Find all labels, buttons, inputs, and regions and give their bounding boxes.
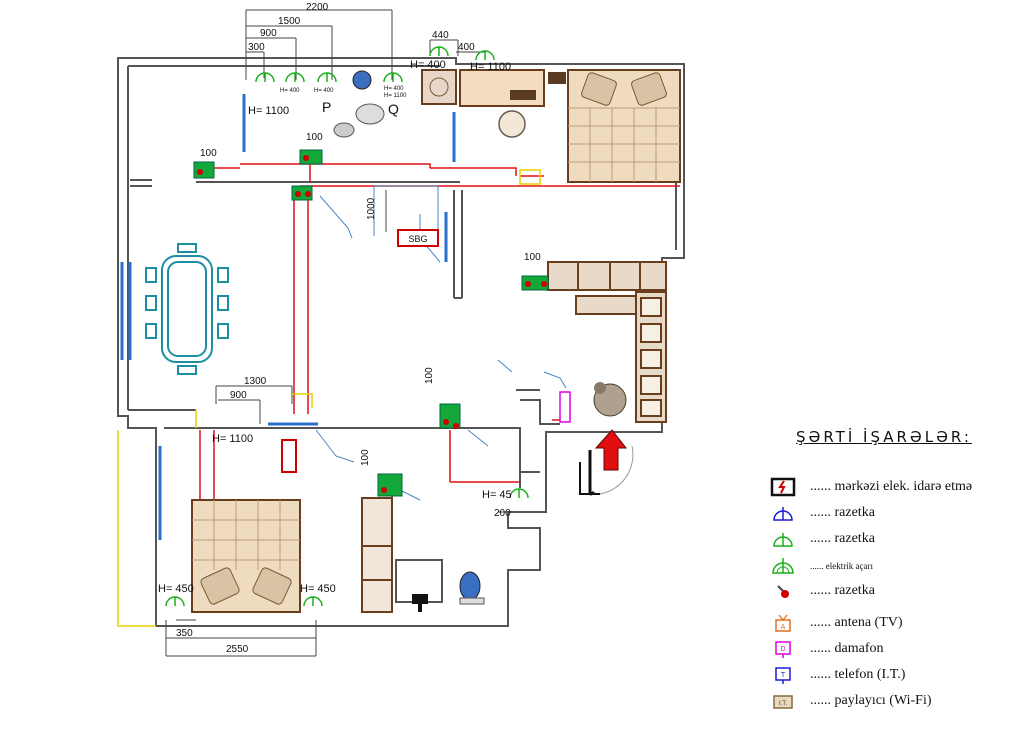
height-label: H= 1100 — [470, 61, 511, 73]
legend-label: ...... damafon — [810, 641, 884, 656]
height-label: H= 400 — [280, 88, 300, 94]
dim-1300: 1300 — [244, 376, 267, 387]
dim-1500: 1500 — [278, 16, 301, 27]
height-label: H= 45 — [482, 489, 512, 501]
legend-label: ...... mərkəzi elek. idarə etmə — [810, 479, 973, 494]
legend-title: ŞƏRTİ İŞARƏLƏR: — [796, 428, 972, 446]
switch-dots — [197, 155, 547, 493]
height-label: H= 400 — [314, 88, 334, 94]
armchair — [593, 382, 627, 417]
height-label: H= 450 — [300, 583, 336, 595]
dining-table — [145, 243, 229, 375]
kitchen-cabinets — [547, 261, 667, 423]
legend-item: T ...... telefon (I.T.) — [760, 664, 1020, 690]
legend-item: D ...... damafon — [760, 638, 1020, 664]
legend: ŞƏRTİ İŞARƏLƏR: ...... mərkəzi elek. ida… — [760, 428, 1020, 716]
dim-300: 300 — [248, 42, 265, 53]
bed-top-right — [567, 69, 681, 183]
room-letter-q: Q — [388, 101, 399, 117]
sockets-green — [165, 46, 529, 607]
legend-label: ...... telefon (I.T.) — [810, 667, 906, 682]
legend-label: ...... razetka — [810, 531, 875, 546]
socket-green-icon — [773, 533, 793, 547]
dim-100-c: 100 — [524, 252, 541, 263]
intercom-icon: D — [775, 641, 791, 658]
bathroom-fixtures — [333, 70, 485, 612]
height-label: H= 450 — [158, 583, 194, 595]
socket-blue-icon — [773, 507, 793, 521]
legend-item: ...... razetka — [760, 502, 1020, 528]
dim-900-b: 900 — [230, 390, 247, 401]
entrance-arrow — [579, 429, 634, 496]
dim-350: 350 — [176, 628, 193, 639]
telephone-icon: T — [775, 667, 791, 684]
dim-100-b: 100 — [306, 132, 323, 143]
legend-label: ...... elektrik açarı — [810, 561, 873, 571]
dim-900: 900 — [260, 28, 277, 39]
height-label: H= 400 — [410, 59, 446, 71]
dim-440: 440 — [432, 30, 449, 41]
leader-lines — [315, 185, 567, 501]
height-label: H= 1100 — [384, 93, 407, 99]
power-socket-icon — [772, 558, 794, 574]
legend-label: ...... antena (TV) — [810, 615, 903, 630]
legend-label: ...... razetka — [810, 583, 875, 598]
legend-item: ...... mərkəzi elek. idarə etmə — [760, 476, 1020, 502]
dim-1000: 1000 — [366, 197, 377, 220]
legend-item: ...... razetka — [760, 580, 1020, 606]
dim-2200: 2200 — [306, 2, 329, 13]
dim-400: 400 — [458, 42, 475, 53]
dim-100-d: 100 — [424, 367, 435, 384]
yellow-lines — [117, 169, 541, 627]
wardrobe-bottom — [361, 497, 393, 613]
height-label: H= 1100 — [248, 105, 289, 117]
windows — [120, 94, 456, 540]
svg-text:A: A — [781, 624, 786, 631]
height-label: H= 400 — [384, 86, 404, 92]
svg-text:SBG: SBG — [408, 234, 427, 244]
room-letter-p: P — [322, 99, 331, 115]
wifi-distributor-icon: I.T. — [773, 695, 793, 709]
legend-item: ...... elektrik açarı — [760, 554, 1020, 580]
dimension-labels: 2200 1500 900 300 440 400 100 100 1000 1… — [176, 2, 541, 655]
dim-100-e: 100 — [360, 449, 371, 466]
legend-label: ...... razetka — [810, 505, 875, 520]
dim-200: 200 — [494, 508, 511, 519]
legend-label: ...... paylayıcı (Wi-Fi) — [810, 693, 932, 708]
electrical-panel-icon — [770, 477, 796, 497]
svg-text:T: T — [781, 672, 786, 679]
desk — [459, 69, 566, 138]
antenna-tv-icon: A — [775, 614, 791, 632]
height-labels: H= 1100 H= 400 H= 1100 H= 1100 H= 45 H= … — [158, 59, 512, 595]
dim-100-a: 100 — [200, 148, 217, 159]
walls — [117, 57, 685, 627]
svg-text:I.T.: I.T. — [779, 701, 787, 707]
height-label: H= 1100 — [212, 433, 253, 445]
legend-item: ...... razetka — [760, 528, 1020, 554]
electric-panels: SBG — [281, 229, 571, 473]
cabinet-top — [421, 69, 457, 105]
dim-2550: 2550 — [226, 644, 249, 655]
legend-item: I.T. ...... paylayıcı (Wi-Fi) — [760, 690, 1020, 716]
switch-red-icon — [777, 585, 789, 598]
legend-item: A ...... antena (TV) — [760, 612, 1020, 638]
svg-text:D: D — [780, 646, 785, 653]
bed-bottom-left — [191, 499, 301, 613]
